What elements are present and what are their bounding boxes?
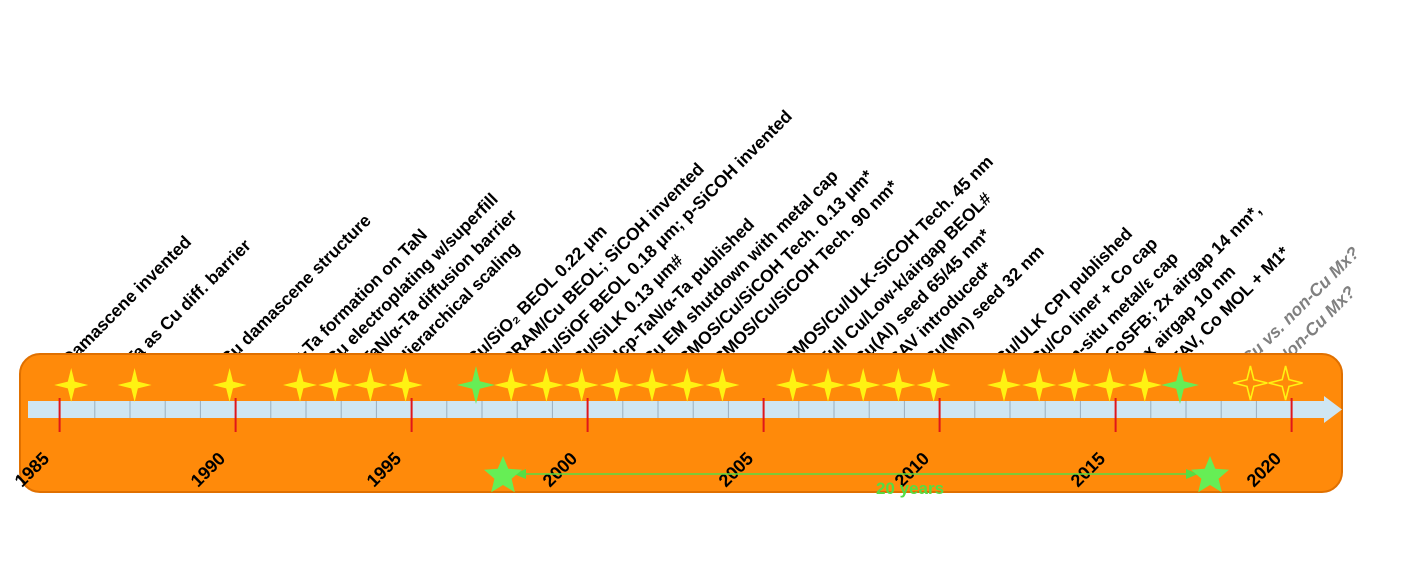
- span-end-star: [1191, 456, 1229, 493]
- event-star: [1127, 368, 1162, 402]
- span-arrowhead-right: [1186, 469, 1198, 479]
- event-star: [1022, 368, 1057, 402]
- event-star: [1057, 368, 1092, 402]
- event-star: [529, 368, 564, 402]
- event-star: [775, 368, 810, 402]
- event-star: [1268, 365, 1303, 401]
- event-star: [494, 368, 529, 402]
- event-stars: [54, 365, 1303, 404]
- event-star: [916, 368, 951, 402]
- event-star: [283, 368, 317, 402]
- event-star: [846, 368, 881, 402]
- event-star: [635, 368, 669, 402]
- span-arrowhead-left: [514, 469, 526, 479]
- timeline-track: [28, 396, 1342, 432]
- event-star: [353, 368, 388, 402]
- event-star: [212, 368, 247, 402]
- event-star: [599, 368, 634, 402]
- event-star: [1233, 365, 1268, 401]
- span-label: 20 years: [876, 479, 944, 498]
- event-star: [318, 368, 353, 402]
- span-start-star: [484, 456, 522, 493]
- event-star: [705, 368, 740, 402]
- event-star: [564, 368, 599, 402]
- track-bar: [28, 401, 1326, 418]
- event-star: [881, 368, 916, 402]
- event-star: [670, 368, 705, 402]
- orange-panel: [19, 353, 1343, 493]
- event-star: [1092, 368, 1127, 402]
- event-star: [1161, 366, 1199, 404]
- event-star: [457, 366, 495, 404]
- event-star: [811, 368, 845, 402]
- event-star: [54, 368, 89, 402]
- event-star: [117, 368, 152, 402]
- track-arrowhead: [1324, 396, 1342, 423]
- twenty-year-span: 20 years: [484, 456, 1229, 498]
- event-star: [388, 368, 423, 402]
- event-star: [987, 368, 1021, 402]
